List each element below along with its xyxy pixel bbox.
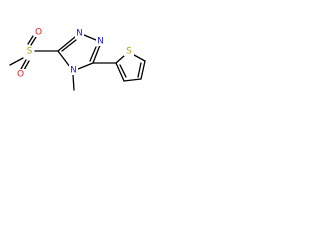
- bond-s-o-top-2: [27, 35, 34, 45]
- bond-n2-n1: [83, 34, 97, 41]
- atom-label-layer: O S O N N N S: [16, 27, 134, 80]
- atom-n-right: N: [97, 37, 104, 47]
- bond-s-o-bottom-1: [20, 59, 27, 70]
- bond-th-c2-s: [115, 55, 125, 64]
- atom-s-thiophene: S: [126, 47, 132, 57]
- bond-n1-c5: [92, 44, 101, 64]
- bond-layer: [9, 34, 146, 91]
- bond-n4-methyl: [72, 74, 75, 91]
- bond-s-o-top-1: [30, 36, 37, 46]
- atom-o-top: O: [35, 28, 42, 38]
- molecule-structure: O S O N N N S: [9, 27, 146, 91]
- bond-methyl-s: [9, 57, 24, 66]
- bond-th-c3-c2-inner: [119, 64, 127, 78]
- bond-th-s-c5: [133, 54, 146, 62]
- bond-n1-c5-inner: [89, 46, 97, 62]
- atom-n-ring: N: [70, 66, 77, 76]
- bond-th-c3-c2: [115, 62, 125, 82]
- bond-c3-n2: [57, 36, 76, 52]
- bond-c3-n2-inner: [61, 39, 77, 52]
- atom-n-top: N: [76, 29, 83, 39]
- bond-th-c4-c3: [123, 78, 142, 82]
- bond-n4-c3: [57, 50, 71, 68]
- bond-th-c5-c4: [140, 60, 146, 80]
- bond-c5-n4: [77, 62, 94, 70]
- bond-s-o-bottom-2: [23, 60, 30, 71]
- bond-th-c5-c4-inner: [137, 62, 142, 78]
- atom-s-sulfonyl: S: [27, 47, 33, 57]
- atom-o-bottom: O: [17, 70, 24, 80]
